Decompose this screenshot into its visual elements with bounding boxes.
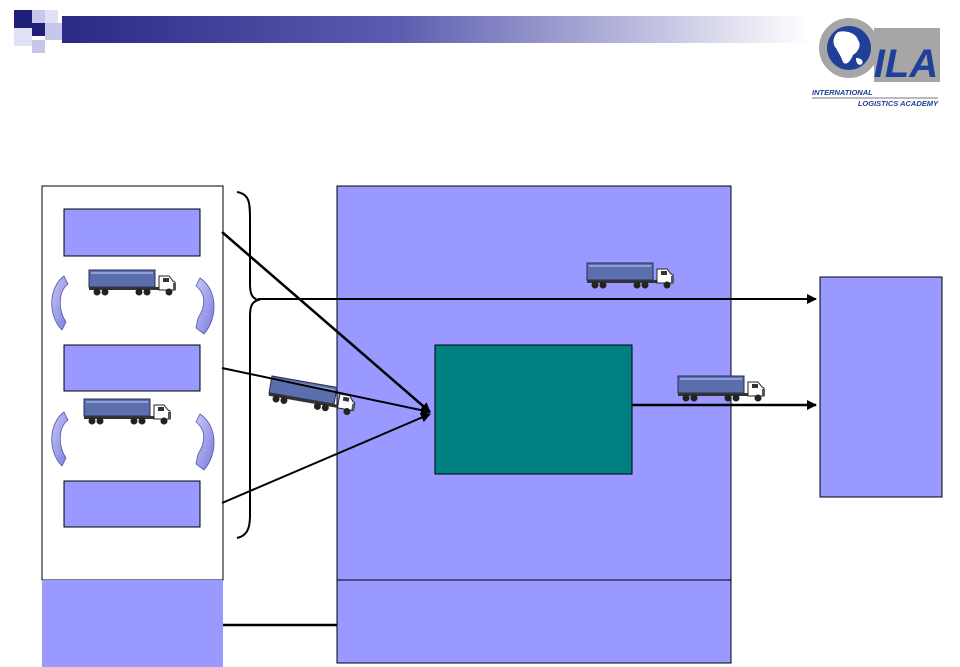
left-bottom-box [42, 580, 223, 667]
logo-tagline-line2: LOGISTICS ACADEMY [858, 99, 939, 108]
flow-arrow-source2-to-hub [221, 367, 431, 416]
header-square-light [32, 40, 45, 53]
curved-arrow-icon [51, 411, 69, 467]
source-box-3 [63, 480, 201, 528]
curved-arrow-icon [195, 413, 215, 471]
header-square-light [14, 28, 32, 46]
flow-lines [221, 231, 817, 627]
header-square-dark [14, 10, 32, 28]
ila-logo: ILA INTERNATIONAL LOGISTICS ACADEMY [812, 18, 940, 108]
logo-plate [874, 28, 940, 82]
header-square-light [45, 10, 58, 23]
logo-brand: ILA [874, 42, 938, 86]
curved-arrow-icon [51, 275, 69, 331]
header-band [14, 10, 810, 53]
header-gradient-bar [62, 16, 810, 43]
center-column [336, 185, 766, 664]
hub-box [434, 344, 633, 475]
flow-arrow-source3-to-hub [221, 412, 431, 504]
center-bottom-box [336, 579, 732, 664]
destination-box [819, 276, 943, 498]
left-column [41, 185, 224, 667]
source-box-2 [63, 344, 201, 392]
header-square-light [32, 10, 45, 23]
header-square-light [45, 23, 62, 40]
curved-arrow-icon [195, 277, 215, 335]
header-square-dark [32, 23, 45, 36]
logo-tagline-line1: INTERNATIONAL [812, 88, 873, 97]
source-box-1 [63, 208, 201, 257]
globe-continent [833, 31, 860, 64]
grouping-brace [236, 191, 262, 539]
flow-arrow-source1-to-hub [221, 231, 431, 413]
